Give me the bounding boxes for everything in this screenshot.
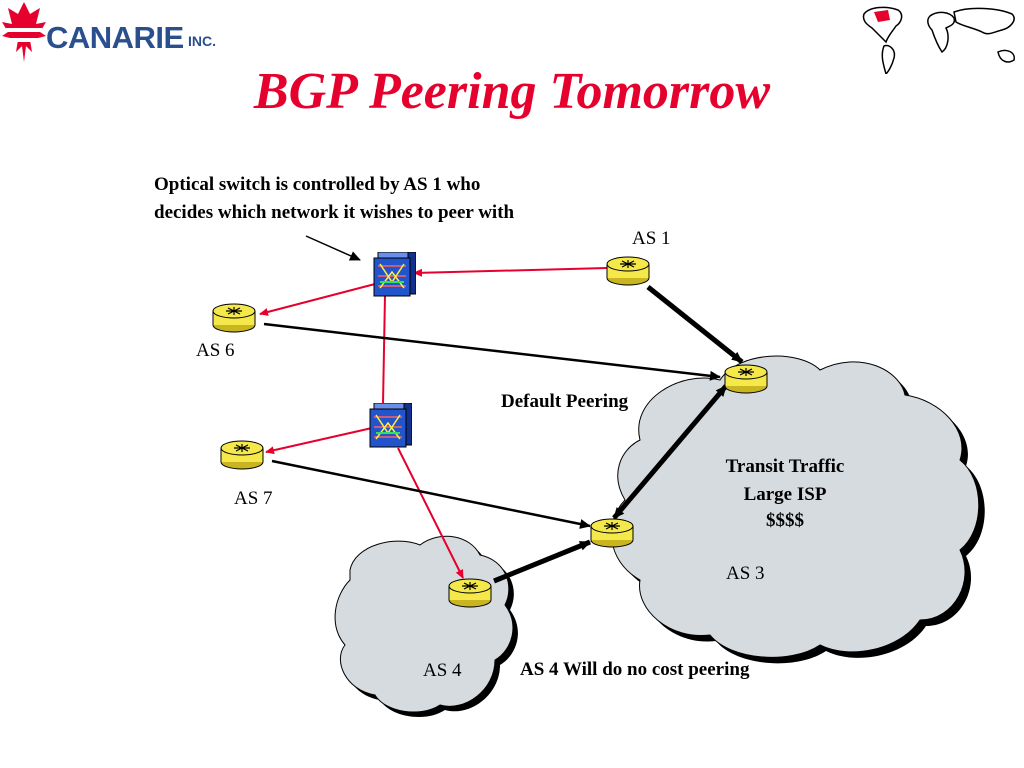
no-cost-peering-label: AS 4 Will do no cost peering (520, 659, 750, 680)
node-label-as4: AS 4 (423, 660, 462, 681)
node-label-as1: AS 1 (632, 228, 671, 249)
link-default-peering (612, 384, 728, 520)
link-as4-as3 (493, 539, 591, 584)
link-switch1-as6 (259, 283, 376, 316)
router-as4-icon (448, 578, 492, 608)
link-as7-as3 (271, 459, 591, 529)
router-as7-icon (220, 440, 264, 470)
optical-switch-1-icon (373, 252, 416, 297)
world-map-icon (862, 6, 1015, 74)
link-as1-as3 (646, 285, 744, 364)
router-as3-top-icon (724, 364, 768, 394)
link-switch1-switch2 (382, 294, 386, 405)
logo-text: CANARIE (46, 20, 184, 55)
link-as1-switch1 (413, 267, 608, 277)
link-switch2-as7 (265, 427, 373, 455)
optical-switch-2-icon (369, 403, 412, 448)
router-as6-icon (212, 303, 256, 333)
as4-cloud (334, 535, 518, 718)
maple-leaf-icon (2, 2, 46, 62)
default-peering-label: Default Peering (501, 391, 629, 412)
annotation-line-2: decides which network it wishes to peer … (154, 202, 515, 223)
link-as6-as3 (263, 322, 721, 381)
slide-title: BGP Peering Tomorrow (253, 63, 771, 120)
node-label-as3: AS 3 (726, 563, 765, 584)
link-switch2-as4 (397, 447, 464, 579)
transit-label-3: $$$$ (766, 510, 804, 531)
node-label-as7: AS 7 (234, 488, 273, 509)
node-label-as6: AS 6 (196, 340, 235, 361)
transit-label-2: Large ISP (743, 484, 827, 505)
annotation-pointer (305, 235, 361, 261)
logo-suffix: INC. (188, 33, 216, 49)
annotation-line-1: Optical switch is controlled by AS 1 who (154, 174, 481, 195)
router-as3-bottom-icon (590, 518, 634, 548)
router-as1-icon (606, 256, 650, 286)
transit-label-1: Transit Traffic (725, 456, 845, 477)
